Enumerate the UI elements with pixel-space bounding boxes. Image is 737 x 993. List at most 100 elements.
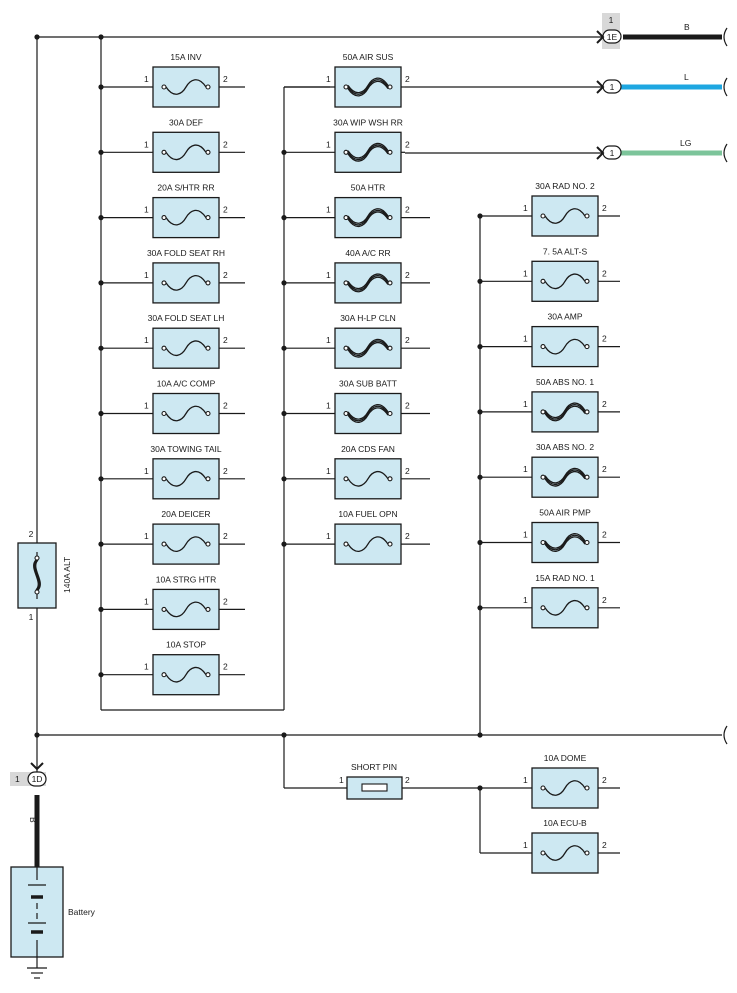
junction-dots bbox=[34, 34, 483, 791]
fuse-label: 30A RAD NO. 2 bbox=[535, 181, 595, 191]
pin-number: 1 bbox=[144, 466, 149, 476]
fuse-label: 50A HTR bbox=[351, 183, 386, 193]
fuse-label: 15A RAD NO. 1 bbox=[535, 573, 595, 583]
fuse-label: 40A A/C RR bbox=[345, 248, 390, 258]
connector-code: 1E bbox=[607, 32, 618, 42]
pin-number: 2 bbox=[223, 466, 228, 476]
fuse-label: 50A AIR PMP bbox=[539, 508, 591, 518]
pin-number: 1 bbox=[326, 335, 331, 345]
fuse-label: 10A A/C COMP bbox=[157, 379, 216, 389]
wire-color-label: B bbox=[684, 22, 690, 32]
junction-dot bbox=[34, 34, 40, 40]
fuse-label: 30A AMP bbox=[548, 312, 583, 322]
pin-number: 1 bbox=[326, 270, 331, 280]
fuse-label: 10A STOP bbox=[166, 640, 206, 650]
fuse: 30A SUB BATT 1 2 bbox=[284, 379, 430, 435]
junction-dot bbox=[477, 605, 483, 611]
pin-number: 2 bbox=[602, 775, 607, 785]
break-mark bbox=[723, 27, 728, 47]
pin-number: 1 bbox=[523, 530, 528, 540]
fuse-label: 50A ABS NO. 1 bbox=[536, 377, 594, 387]
junction-dot bbox=[477, 474, 483, 480]
junction-dot bbox=[281, 215, 287, 221]
junction-dot bbox=[477, 278, 483, 284]
pin-number: 2 bbox=[223, 401, 228, 411]
pin-number: 2 bbox=[602, 530, 607, 540]
short-pin: SHORT PIN 1 2 bbox=[284, 762, 480, 800]
fuse-label: 10A STRG HTR bbox=[156, 574, 216, 584]
break-mark bbox=[723, 143, 728, 163]
pin-number: 1 bbox=[523, 203, 528, 213]
junction-dot bbox=[477, 344, 483, 350]
pin-number: 1 bbox=[144, 270, 149, 280]
junction-dot bbox=[477, 732, 483, 738]
battery-connector-1d: 1 1D B bbox=[10, 762, 47, 823]
junction-dot bbox=[281, 345, 287, 351]
pin-number: 1 bbox=[144, 401, 149, 411]
fuse-label: 10A DOME bbox=[544, 753, 587, 763]
pin-number: 1 bbox=[144, 74, 149, 84]
pin-number: 2 bbox=[602, 203, 607, 213]
pin-number: 2 bbox=[223, 270, 228, 280]
fuse: 50A AIR PMP 1 2 bbox=[480, 508, 620, 564]
fuse-label: 7. 5A ALT-S bbox=[543, 246, 588, 256]
break-mark bbox=[723, 77, 728, 97]
pin-number: 2 bbox=[405, 401, 410, 411]
fuse: 10A A/C COMP 1 2 bbox=[101, 379, 245, 435]
pin-number: 2 bbox=[602, 399, 607, 409]
pin-number: 1 bbox=[326, 531, 331, 541]
fuse: 30A RAD NO. 2 1 2 bbox=[480, 181, 620, 237]
break-mark bbox=[723, 725, 728, 745]
pin-number: 2 bbox=[223, 335, 228, 345]
pin-number: 2 bbox=[602, 464, 607, 474]
junction-dot bbox=[98, 34, 104, 40]
fuse: 10A DOME 1 2 bbox=[480, 753, 620, 809]
pin-number: 2 bbox=[223, 139, 228, 149]
junction-dot bbox=[98, 84, 104, 90]
pin-number: 1 bbox=[523, 595, 528, 605]
junction-dot bbox=[281, 149, 287, 155]
alt-fuse-label: 140A ALT bbox=[62, 557, 72, 593]
pin-number: 2 bbox=[405, 205, 410, 215]
pin-number: 1 bbox=[144, 596, 149, 606]
pin-number: 2 bbox=[223, 74, 228, 84]
battery-label: Battery bbox=[68, 907, 96, 917]
fuse: 30A FOLD SEAT RH 1 2 bbox=[101, 248, 245, 304]
fuse: 10A STRG HTR 1 2 bbox=[101, 574, 245, 631]
junction-dot bbox=[98, 280, 104, 286]
wire-breaks bbox=[723, 27, 728, 745]
pin-number: 1 bbox=[523, 775, 528, 785]
pin-number: 1 bbox=[523, 334, 528, 344]
pin-number: 2 bbox=[405, 775, 410, 785]
junction-dot bbox=[281, 410, 287, 417]
fuse-label: 50A AIR SUS bbox=[343, 52, 394, 62]
pin-number: 2 bbox=[602, 595, 607, 605]
pin-number: 1 bbox=[326, 401, 331, 411]
pin-number: 2 bbox=[223, 596, 228, 606]
fuse-label: 20A S/HTR RR bbox=[157, 183, 214, 193]
short-pin-label: SHORT PIN bbox=[351, 762, 397, 772]
fuse-label: 30A FOLD SEAT RH bbox=[147, 248, 225, 258]
junction-dot bbox=[477, 409, 483, 415]
junction-dot bbox=[98, 541, 104, 547]
pin-number: 1 bbox=[144, 139, 149, 149]
fuse-label: 30A SUB BATT bbox=[339, 379, 397, 389]
pin-number: 1 bbox=[339, 775, 344, 785]
junction-dot bbox=[98, 476, 104, 482]
pin-number: 2 bbox=[405, 74, 410, 84]
alt-pin-top: 2 bbox=[29, 529, 34, 539]
